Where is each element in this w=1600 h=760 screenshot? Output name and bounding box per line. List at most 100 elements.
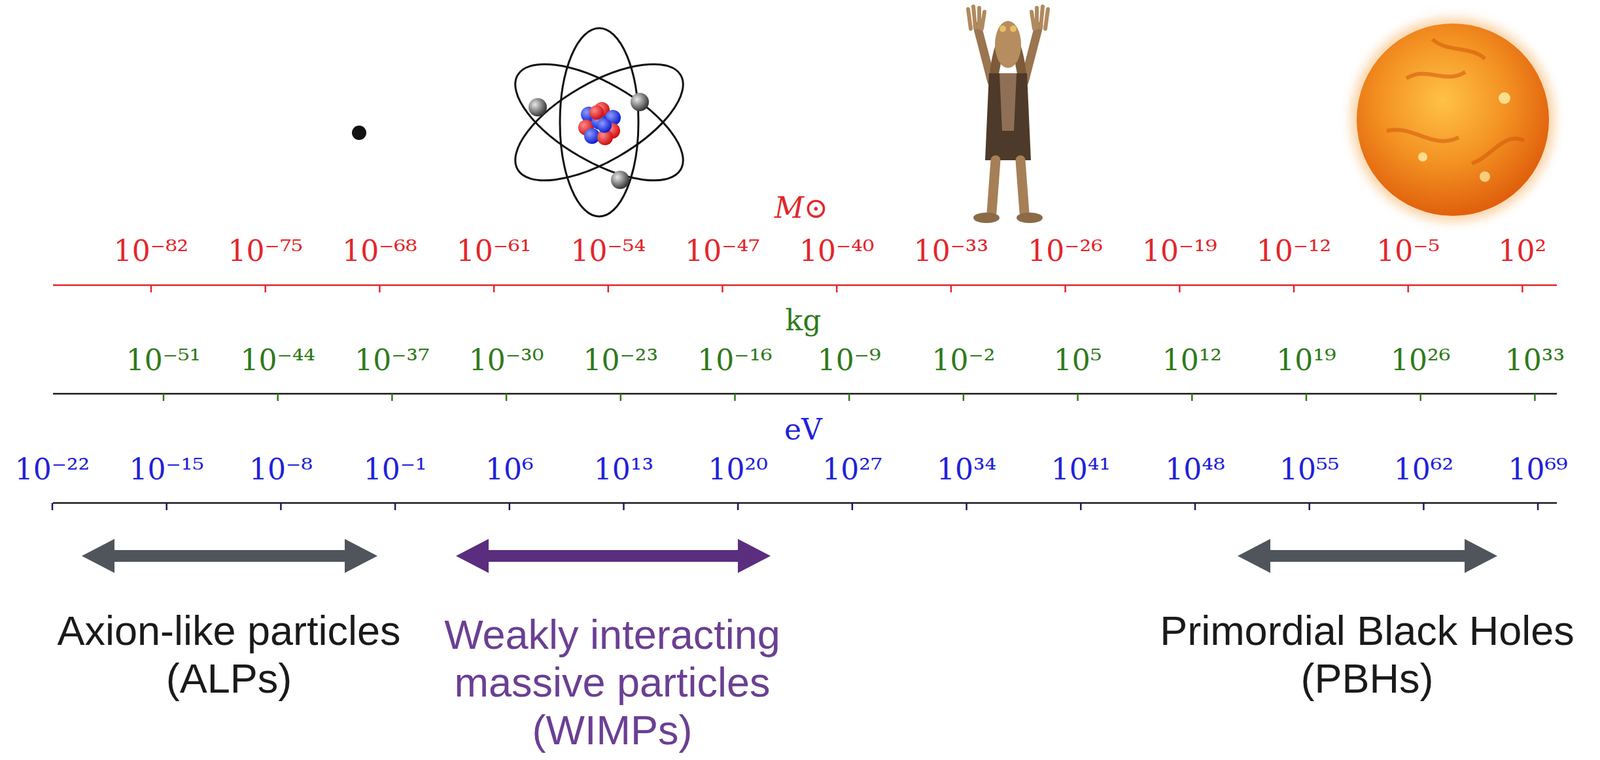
tick-label: 10⁴⁸ — [1165, 453, 1225, 486]
sun-icon — [1350, 17, 1555, 222]
tick-label: 10⁻⁸² — [113, 235, 190, 267]
unit-label: M⊙ — [774, 192, 829, 224]
tick-label: 10⁻⁹ — [817, 344, 882, 377]
tick-mark — [505, 393, 508, 401]
tick-label: 10⁻¹⁹ — [1142, 235, 1218, 267]
sun-spot — [1479, 171, 1491, 182]
tick-mark — [1194, 503, 1197, 511]
unit-label: eV — [784, 414, 823, 446]
tick-mark — [835, 285, 838, 293]
tick-marks — [52, 285, 1538, 511]
tick-label: 10⁵⁵ — [1279, 453, 1340, 486]
tick-label: 10⁻⁴⁰ — [799, 235, 875, 267]
leg — [991, 160, 996, 213]
tick-mark — [391, 393, 394, 401]
tick-mark — [1305, 393, 1308, 401]
tick-label: 10⁻⁵ — [1376, 235, 1440, 267]
nucleus — [578, 102, 621, 146]
unit-label: kg — [785, 304, 822, 337]
tick-mark — [950, 285, 953, 293]
tick-mark — [508, 503, 511, 511]
tick-mark — [1191, 393, 1194, 401]
eye — [1009, 25, 1017, 33]
atom-icon — [497, 28, 700, 217]
sun-glow — [1350, 17, 1555, 222]
tick-mark — [962, 393, 965, 401]
tick-mark — [737, 503, 740, 511]
tick-mark — [965, 503, 968, 511]
foot — [1016, 212, 1043, 224]
electrons — [528, 92, 649, 190]
tick-mark — [51, 503, 54, 511]
tick-label: 10⁻⁶¹ — [456, 235, 532, 267]
sun-disc — [1356, 23, 1549, 216]
tick-mark — [1178, 285, 1181, 293]
tick-mark — [150, 285, 153, 293]
tick-label: 10¹³ — [593, 453, 654, 486]
range-arrow — [455, 539, 771, 574]
tick-mark — [162, 393, 165, 401]
tick-mark — [622, 503, 625, 511]
tick-mark — [1308, 503, 1311, 511]
tick-mark — [264, 285, 267, 293]
tick-mark — [165, 503, 168, 511]
electron — [630, 92, 649, 112]
tick-label: 10⁻⁵¹ — [126, 344, 202, 377]
category-label: Axion-like particles (ALPs) — [19, 607, 439, 703]
tick-label: 10⁻²⁶ — [1027, 235, 1103, 267]
tick-label: 10⁴¹ — [1051, 453, 1111, 486]
tick-label: 10⁶⁹ — [1507, 453, 1568, 486]
category-label: Primordial Black Holes (PBHs) — [1138, 607, 1597, 703]
tick-label: 10⁻¹⁵ — [128, 453, 205, 486]
tick-label: 10⁻³⁰ — [469, 344, 545, 377]
nucleon — [597, 118, 612, 133]
sun-texture — [1386, 39, 1525, 164]
nucleon — [589, 105, 604, 120]
range-arrow — [1237, 539, 1498, 574]
tick-label: 10¹² — [1162, 344, 1222, 377]
tick-label: 10⁻³³ — [913, 235, 990, 267]
tick-mark — [620, 393, 623, 401]
shirt — [999, 73, 1017, 131]
tick-mark — [848, 393, 851, 401]
tick-mark — [1521, 285, 1524, 293]
tick-label: 10⁻¹² — [1256, 235, 1332, 267]
foot — [973, 212, 1000, 224]
tick-label: 10¹⁹ — [1276, 344, 1336, 377]
orbit — [497, 41, 700, 204]
tick-label: 10⁶² — [1393, 453, 1454, 486]
tick-mark — [493, 285, 496, 293]
orbit — [497, 41, 700, 204]
tick-mark — [851, 503, 854, 511]
tick-label: 10³³ — [1505, 344, 1565, 377]
tick-label: 10⁻⁸ — [249, 453, 313, 486]
leg — [1020, 160, 1025, 213]
axis-line — [52, 502, 1557, 505]
orbit — [559, 28, 639, 217]
tick-label: 10⁻²² — [15, 453, 91, 486]
electron — [528, 98, 547, 117]
tick-mark — [607, 285, 610, 293]
tick-label: 10⁻⁴⁴ — [240, 344, 316, 377]
tick-mark — [279, 503, 282, 511]
tick-mark — [1419, 393, 1422, 401]
tick-mark — [394, 503, 397, 511]
tick-label: 10⁻⁷⁵ — [227, 235, 303, 267]
tick-label: 10⁻⁴⁷ — [684, 235, 761, 267]
tick-mark — [733, 393, 736, 401]
tick-mark — [276, 393, 279, 401]
tick-mark — [721, 285, 724, 293]
category-label: Weakly interacting massive particles (WI… — [416, 610, 809, 755]
tick-mark — [1422, 503, 1425, 511]
tick-mark — [1293, 285, 1296, 293]
tick-label: 10⁻⁵⁴ — [571, 235, 647, 267]
hand — [1031, 6, 1048, 29]
tick-label: 10²⁶ — [1390, 344, 1451, 377]
range-arrow — [81, 539, 378, 574]
vest — [985, 73, 1031, 161]
head — [994, 20, 1022, 69]
tick-label: 10⁻¹ — [363, 453, 428, 486]
tick-label: 10²⁷ — [822, 453, 882, 486]
sun-spot — [1418, 152, 1428, 162]
tick-label: 10⁻² — [931, 344, 995, 377]
